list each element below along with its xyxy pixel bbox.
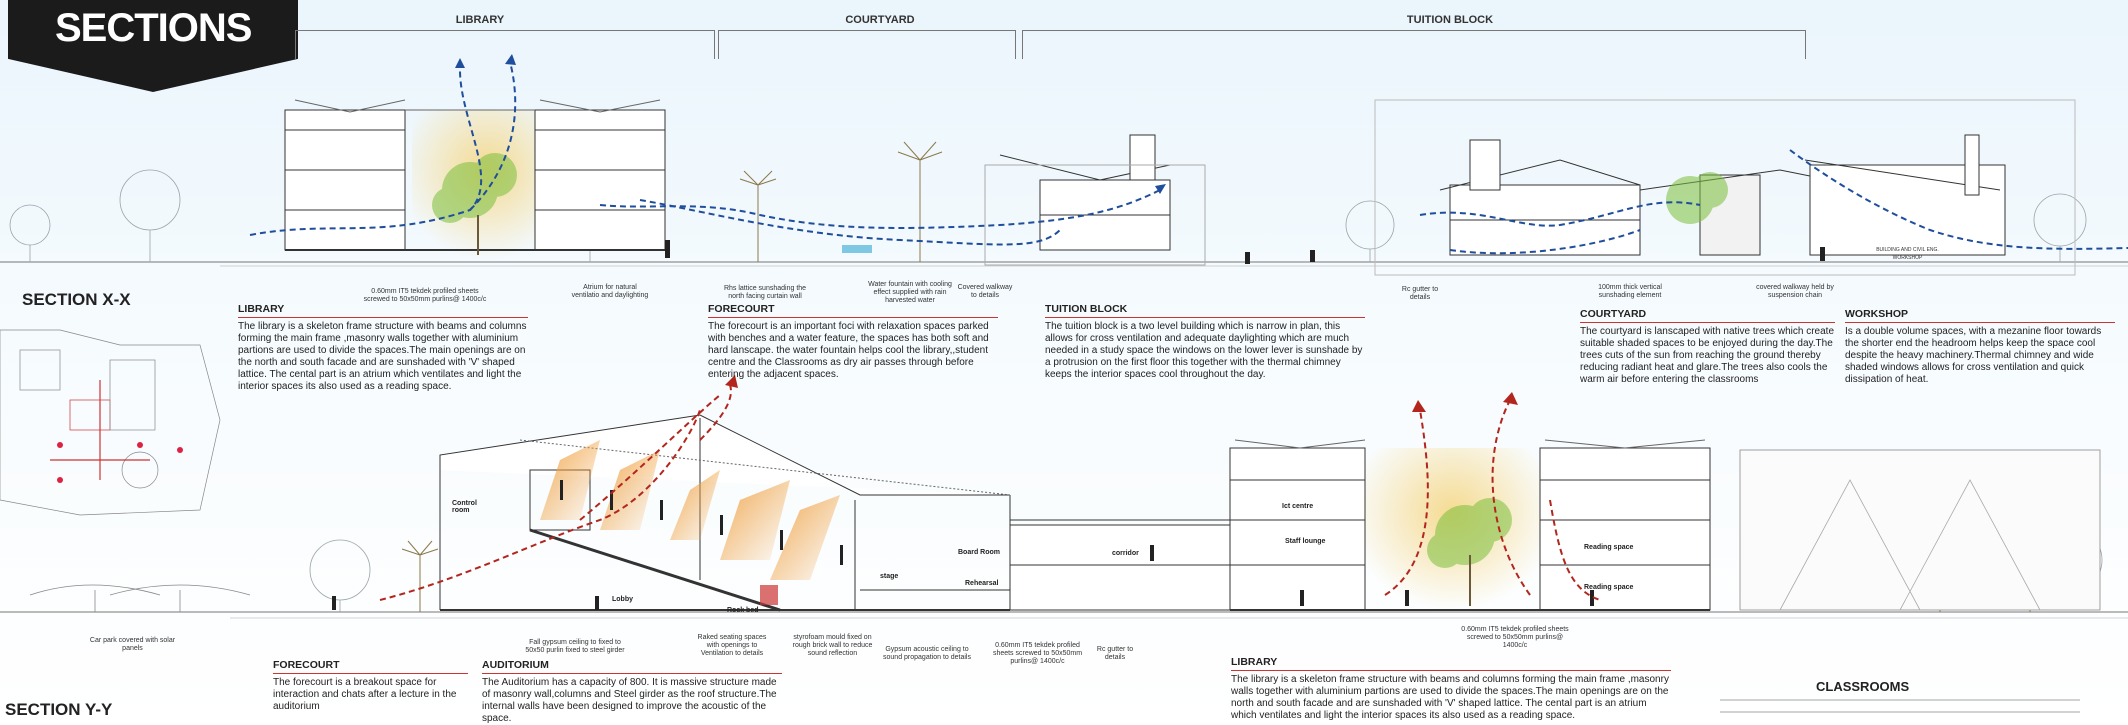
note-forecourt-yy: FORECOURT The forecourt is a breakout sp… [273,659,468,713]
site-plan [0,329,221,516]
water-fountain [842,245,872,253]
note-heading: FORECOURT [273,659,468,674]
stage-curtain [760,585,778,605]
note-tuition-block-xx: TUITION BLOCK The tuition block is a two… [1045,303,1365,381]
note-heading: WORKSHOP [1845,308,2115,323]
note-text: Is a double volume spaces, with a mezani… [1845,326,2102,385]
callout-rc-gutter-yy: Rc gutter to details [1096,646,1134,661]
admin-block [1009,519,1231,611]
callout-atrium: Atrium for natural ventilatio and daylig… [571,284,649,299]
auditorium-wall-panels [560,480,843,565]
note-heading: COURTYARD [1580,308,1835,323]
palms-xx [739,141,943,262]
site-plan-markers [57,442,183,483]
room-rock-bed: Rock bed [727,607,759,614]
zone-bracket-courtyard [718,30,1016,59]
note-auditorium-yy: AUDITORIUM The Auditorium has a capacity… [482,659,782,725]
section-yy-label: SECTION Y-Y [5,700,113,719]
courtyard-workshop-xx [1374,99,2076,276]
room-lobby: Lobby [612,596,633,603]
callout-rc-gutter: Rc gutter to details [1401,286,1439,301]
callout-vertical-shading: 100mm thick vertical sunshading element [1598,284,1662,299]
room-reading-2: Reading space [1584,584,1634,591]
note-heading: TUITION BLOCK [1045,303,1365,318]
note-heading: FORECOURT [708,303,998,318]
zone-courtyard: COURTYARD [845,14,915,26]
note-heading: LIBRARY [1231,656,1671,671]
room-control: Control room [452,500,477,514]
note-library-yy: LIBRARY The library is a skeleton frame … [1231,656,1671,722]
people-yy [332,545,1594,610]
callout-gypsum-ceiling: Fall gypsum ceiling to fixed to 50x50 pu… [525,639,625,654]
callout-styrofoam: styrofoam mould fixed on rough brick wal… [792,634,873,657]
callout-walkway: Covered walkway to details [957,284,1013,299]
note-text: The tuition block is a two level buildin… [1045,321,1363,380]
callout-workshop-label: BUILDING AND CIVIL ENG. WORKSHOP [1876,247,1939,261]
callout-seating: Raked seating spaces with openings to Ve… [697,634,767,657]
note-heading: LIBRARY [238,303,528,318]
callout-roof-sheets: 0.60mm IT5 tekdek profiled sheets screwe… [363,288,487,303]
room-rehearsal: Rehearsal [965,580,999,587]
note-text: The Auditorium has a capacity of 800. It… [482,677,777,724]
airflow-xx [249,61,2128,255]
room-staff-lounge: Staff lounge [1285,538,1326,545]
callout-library-sheets: 0.60mm IT5 tekdek profiled sheets screwe… [1461,626,1569,649]
page-title: SECTIONS [55,6,252,50]
classrooms-label: CLASSROOMS [1816,679,1910,694]
callout-rhs-lattice: Rhs lattice sunshading the north facing … [723,285,807,300]
classrooms-elevation [1720,449,2101,713]
atrium-tree-yy [1427,498,1512,568]
tuition-block-xx [984,134,1206,266]
room-board: Board Room [958,549,1000,556]
zone-library: LIBRARY [455,14,505,26]
callout-water-fountain: Water fountain with cooling effect suppl… [868,281,952,304]
note-forecourt-xx: FORECOURT The forecourt is an important … [708,303,998,381]
room-corridor: corridor [1112,550,1139,557]
zone-bracket-library [295,30,715,59]
section-xx-label: SECTION X-X [22,290,131,309]
section-xx-drawing [0,54,2128,276]
note-heading: AUDITORIUM [482,659,782,674]
library-building-yy [1229,439,1711,611]
room-stage: stage [880,573,899,580]
note-text: The library is a skeleton frame structur… [238,321,527,392]
zone-bracket-tuition [1022,30,1806,59]
note-text: The courtyard is lanscaped with native t… [1580,326,1835,385]
note-courtyard-xx: COURTYARD The courtyard is lanscaped wit… [1580,308,1835,386]
room-ict: Ict centre [1282,503,1314,510]
airflow-yy [379,384,1601,601]
callout-acoustic-ceiling: Gypsum acoustic ceiling to sound propaga… [883,646,971,661]
zone-tuition-block: TUITION BLOCK [1406,14,1494,26]
callout-suspension: covered walkway held by suspension chain [1756,284,1834,299]
auditorium-light-beams [540,440,840,580]
callout-car-park: Car park covered with solar panels [89,637,176,652]
airflow-arrowheads-xx [455,54,1166,194]
callout-roof-sheets-yy: 0.60mm IT5 tekdek profiled sheets screwe… [992,642,1083,665]
note-text: The forecourt is a breakout space for in… [273,677,457,712]
people-xx [665,240,1825,264]
note-library-xx: LIBRARY The library is a skeleton frame … [238,303,528,393]
auditorium [439,414,1011,612]
room-reading-1: Reading space [1584,544,1634,551]
note-text: The library is a skeleton frame structur… [1231,674,1669,721]
section-yy-drawing [0,329,2128,713]
courtyard-tree [1666,172,1728,224]
note-text: The forecourt is an important foci with … [708,321,989,380]
note-workshop-xx: WORKSHOP Is a double volume spaces, with… [1845,308,2115,386]
airflow-arrowheads-yy [725,375,1518,412]
carport [29,584,251,612]
